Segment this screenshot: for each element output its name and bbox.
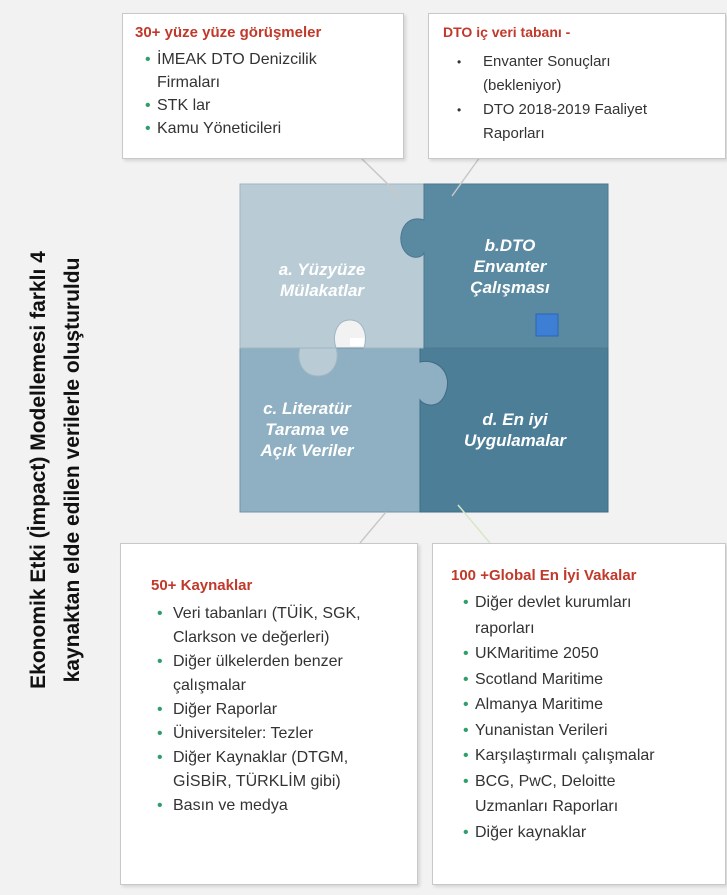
list-item: •Kamu Yöneticileri bbox=[145, 117, 395, 140]
bullet-icon: • bbox=[157, 749, 163, 766]
list-item: •Almanya Maritime bbox=[463, 692, 723, 718]
list-item: •Envanter Sonuçları bbox=[453, 50, 719, 74]
list-item: •UKMaritime 2050 bbox=[463, 641, 723, 667]
list-item-continuation: (bekleniyor) bbox=[483, 77, 562, 94]
callout-box-dto-database: DTO iç veri tabanı - •Envanter Sonuçları… bbox=[428, 13, 726, 159]
list-item: •STK lar bbox=[145, 94, 395, 117]
bullet-icon: • bbox=[463, 696, 469, 713]
list-item: •BCG, PwC, Deloitte bbox=[463, 769, 723, 795]
list-item: •DTO 2018-2019 Faaliyet bbox=[453, 98, 719, 122]
bullet-icon: • bbox=[463, 772, 469, 790]
callout-line-top-right bbox=[451, 156, 481, 197]
callout-box-sources: 50+ Kaynaklar •Veri tabanları (TÜİK, SGK… bbox=[120, 543, 418, 885]
puzzle-label-a: a. Yüzyüze Mülakatlar bbox=[278, 260, 366, 300]
list-item: •Diğer Raporlar bbox=[157, 698, 407, 722]
list-item-continuation: Raporları bbox=[483, 125, 545, 142]
list-item: •Diğer kaynaklar bbox=[463, 820, 723, 846]
list-item: •Basın ve medya bbox=[157, 794, 407, 818]
bullet-icon: • bbox=[463, 721, 469, 739]
puzzle-label-d: d. En iyi Uygulamalar bbox=[463, 410, 567, 450]
callout-box-global-cases: 100 +Global En İyi Vakalar •Diğer devlet… bbox=[432, 543, 726, 885]
list-item-continuation: çalışmalar bbox=[173, 677, 246, 694]
bullet-icon: • bbox=[157, 725, 163, 742]
bullet-icon: • bbox=[463, 823, 469, 841]
bullet-icon: • bbox=[145, 51, 151, 68]
bullet-icon: • bbox=[463, 747, 469, 764]
list-item-continuation: raporları bbox=[475, 619, 535, 637]
bullet-icon: • bbox=[463, 594, 469, 611]
list-item: •Karşılaştırmalı çalışmalar bbox=[463, 743, 723, 769]
bullet-icon: • bbox=[157, 605, 163, 622]
callout-line-top-left bbox=[359, 156, 401, 197]
box-title: 50+ Kaynaklar bbox=[151, 577, 253, 594]
bullet-icon: • bbox=[157, 797, 163, 814]
bullet-icon: • bbox=[157, 701, 163, 718]
bullet-icon: • bbox=[463, 670, 469, 688]
callout-line-bottom-right bbox=[457, 504, 491, 544]
puzzle-label-b: b.DTO Envanter Çalışması bbox=[470, 236, 550, 297]
puzzle-piece-b bbox=[400, 183, 609, 349]
list-item: •Üniversiteler: Tezler bbox=[157, 722, 407, 746]
list-item: •Diğer Kaynaklar (DTGM, bbox=[157, 746, 407, 770]
list-item: •Diğer ülkelerden benzer bbox=[157, 650, 407, 674]
list-item-continuation: Uzmanları Raporları bbox=[475, 798, 619, 815]
puzzle-label-c: c. Literatür Tarama ve Açık Veriler bbox=[260, 399, 354, 460]
bullet-icon: • bbox=[463, 645, 469, 662]
callout-box-interviews: 30+ yüze yüze görüşmeler •İMEAK DTO Deni… bbox=[122, 13, 404, 159]
puzzle-marker bbox=[535, 313, 559, 337]
list-item-continuation: Clarkson ve değerleri) bbox=[173, 629, 330, 646]
bullet-icon: • bbox=[145, 120, 151, 137]
callout-line-bottom-left bbox=[359, 511, 387, 544]
box-title: 30+ yüze yüze görüşmeler bbox=[135, 24, 322, 41]
list-item: •Scotland Maritime bbox=[463, 667, 723, 693]
list-item: •Veri tabanları (TÜİK, SGK, bbox=[157, 602, 407, 626]
list-item: •Yunanistan Verileri bbox=[463, 718, 723, 744]
list-item-continuation: GİSBİR, TÜRKLİM gibi) bbox=[173, 773, 341, 790]
list-item: •İMEAK DTO Denizcilik bbox=[145, 48, 395, 71]
puzzle-piece-d bbox=[419, 347, 609, 513]
bullet-icon: • bbox=[457, 103, 462, 117]
list-item-continuation: Firmaları bbox=[157, 74, 221, 91]
bullet-icon: • bbox=[457, 55, 462, 69]
box-title: DTO iç veri tabanı - bbox=[443, 24, 571, 40]
box-title: 100 +Global En İyi Vakalar bbox=[451, 567, 637, 584]
list-item: •Diğer devlet kurumları bbox=[463, 590, 723, 616]
bullet-icon: • bbox=[145, 97, 151, 114]
bullet-icon: • bbox=[157, 653, 163, 670]
